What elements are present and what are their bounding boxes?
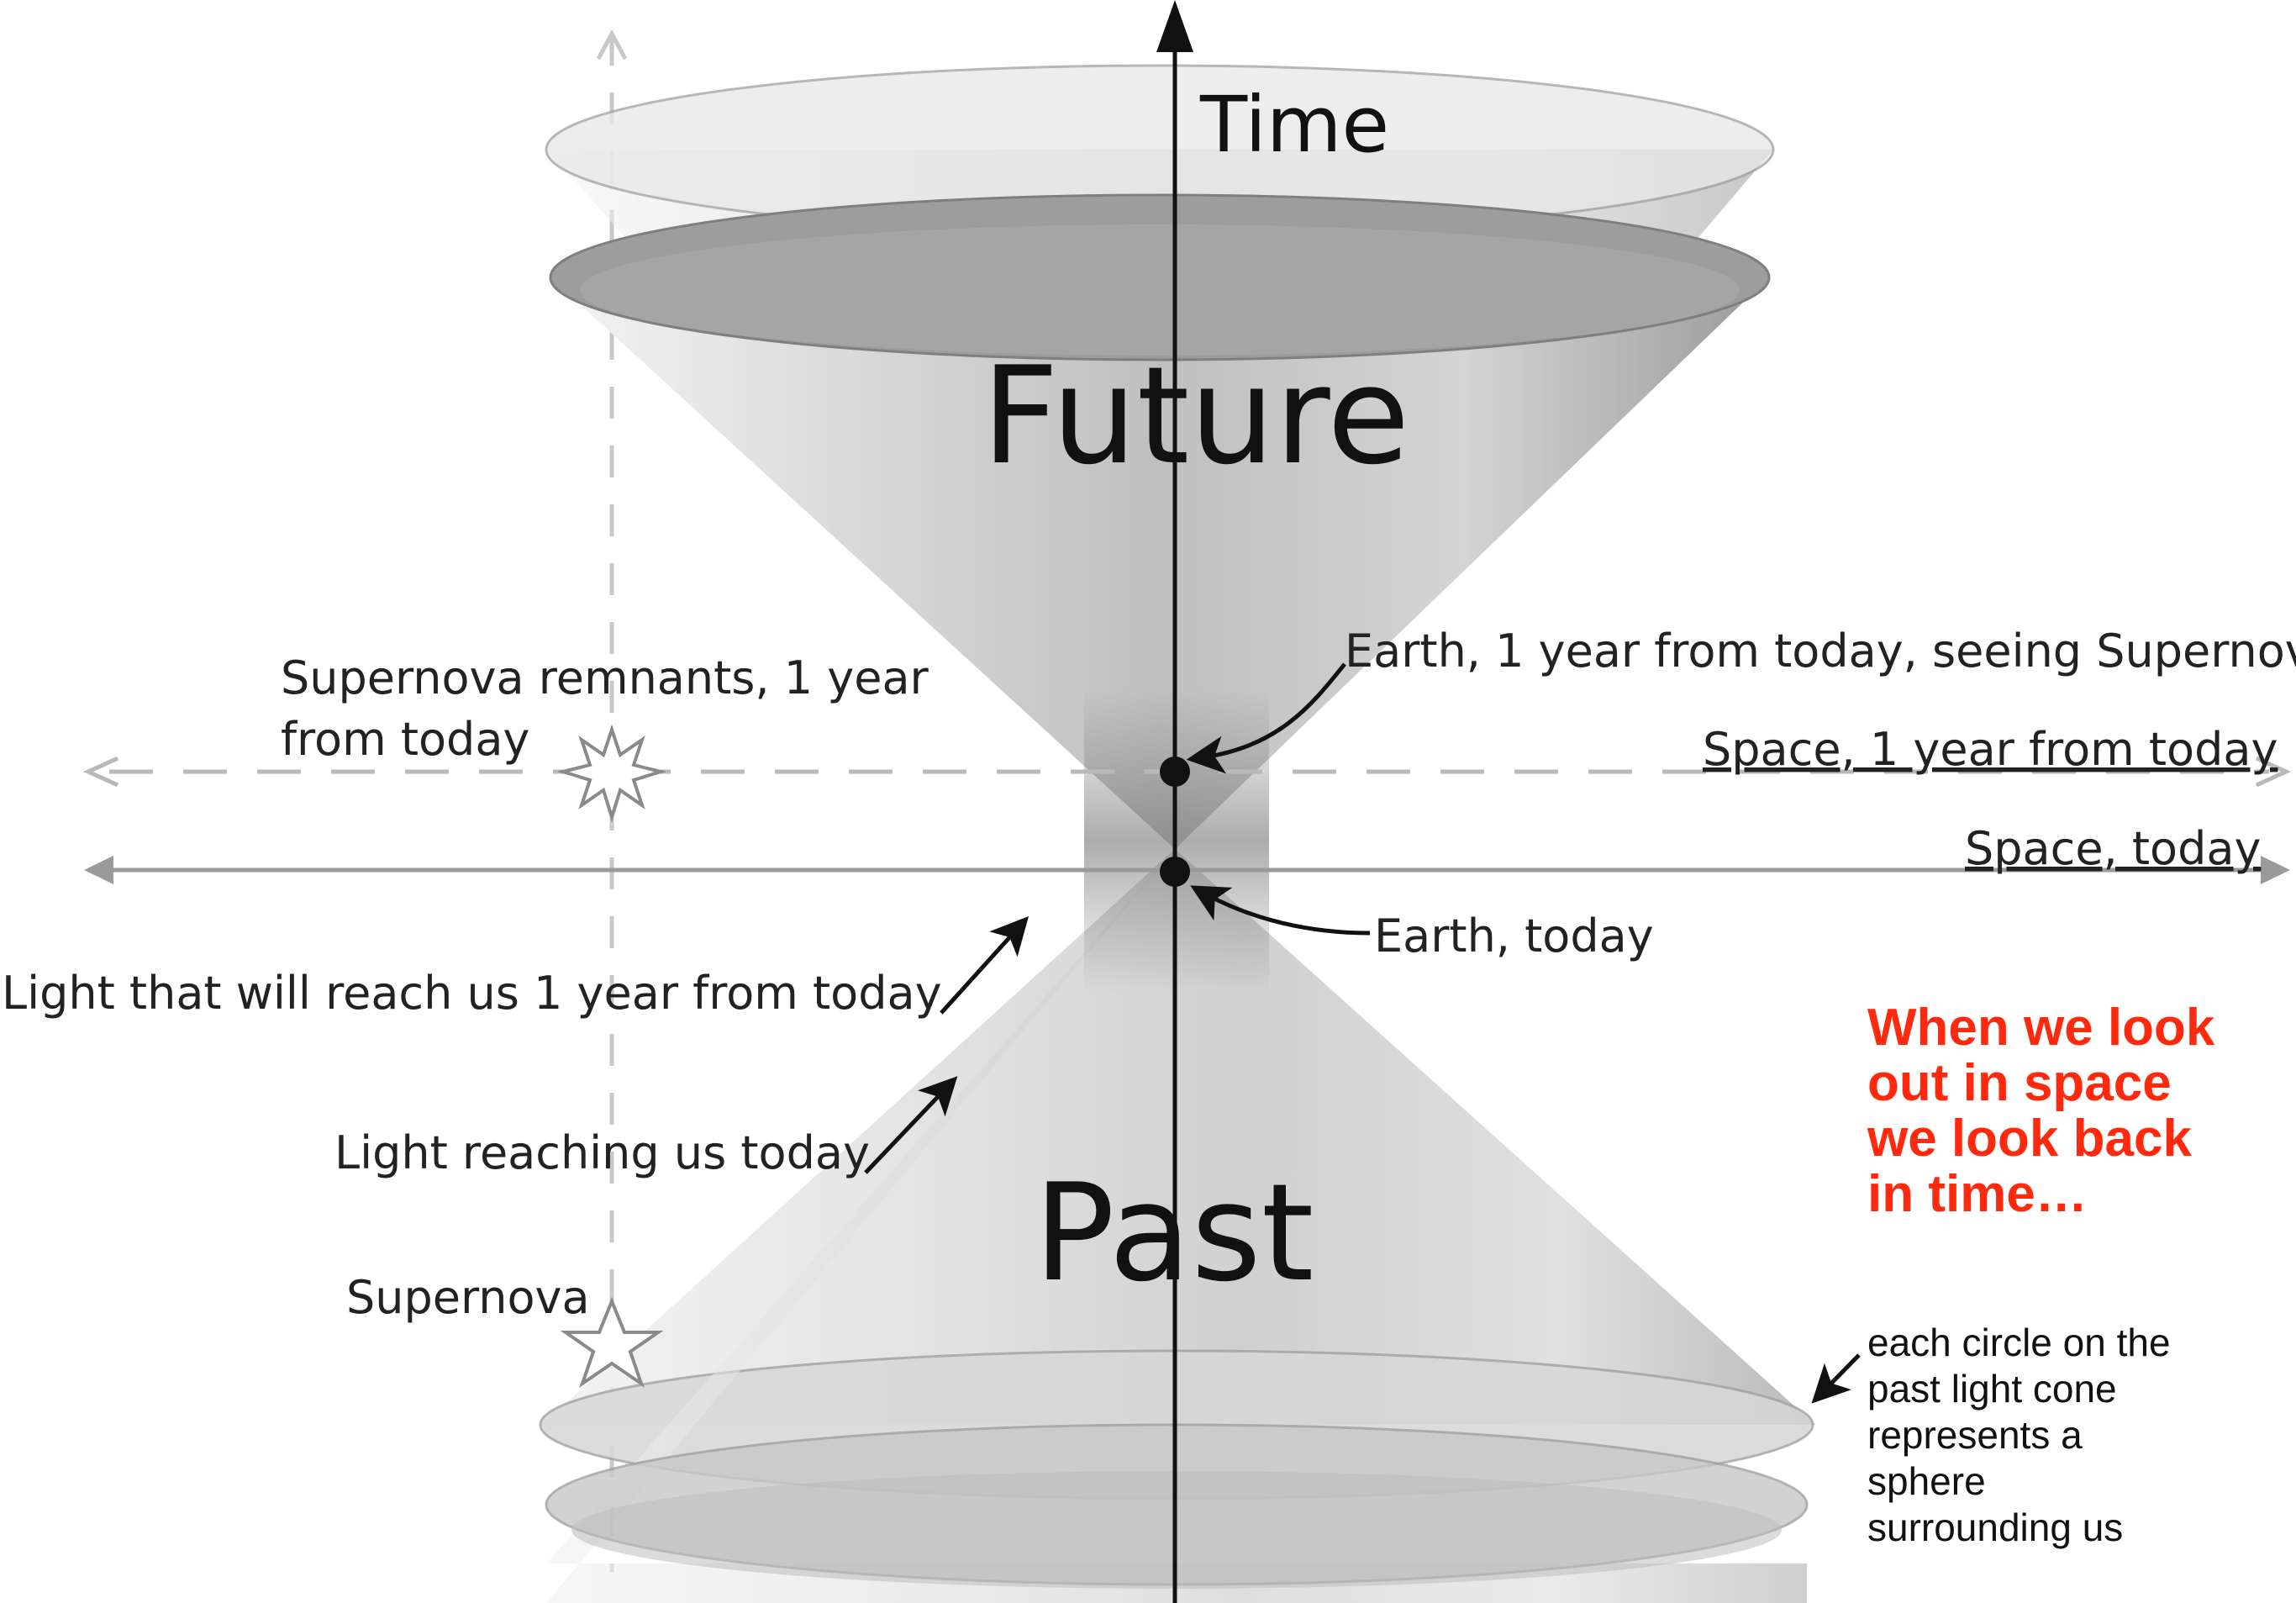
earth-today-label: Earth, today (1374, 910, 1654, 962)
light-future-arrow (940, 915, 1030, 1015)
supernova-label: Supernova (346, 1271, 590, 1324)
light-today-label: Light reaching us today (334, 1126, 870, 1179)
note-line: surrounding us (1867, 1505, 2124, 1549)
space-future-label: Space, 1 year from today (1703, 723, 2278, 776)
note-line: past light cone (1867, 1367, 2117, 1411)
headline-line: we look back (1867, 1110, 2192, 1168)
time-axis-label: Time (1199, 80, 1389, 170)
supernova-remnants-label-line2: from today (281, 713, 529, 766)
headline-callout: When we look out in space we look back i… (1867, 1000, 2288, 1222)
supernova-remnants-icon (556, 724, 667, 823)
earth-today-arrow (1190, 885, 1371, 936)
earth-future-dot (1160, 757, 1190, 787)
time-axis-arrow (1156, 0, 1193, 52)
space-today-label: Space, today (1965, 822, 2261, 875)
earth-today-dot (1160, 857, 1190, 887)
note-arrow (1811, 1353, 1861, 1404)
earth-future-arrow (1186, 662, 1346, 774)
headline-line: in time… (1867, 1165, 2088, 1223)
note-line: each circle on the (1867, 1321, 2171, 1364)
future-cone (545, 64, 1775, 849)
supernova-remnants-label-line1: Supernova remnants, 1 year (281, 651, 929, 704)
light-future-label: Light that will reach us 1 year from tod… (2, 967, 942, 1020)
supernova-icon (560, 1296, 664, 1389)
light-today-arrow (864, 1076, 958, 1174)
note-line: sphere (1867, 1459, 1986, 1503)
note-callout: each circle on the past light cone repre… (1867, 1320, 2288, 1551)
past-label: Past (1034, 1154, 1314, 1311)
supernova-worldline-arrow (596, 29, 628, 61)
future-label: Future (982, 337, 1410, 494)
headline-line: out in space (1867, 1054, 2172, 1112)
earth-future-label: Earth, 1 year from today, seeing Superno… (1345, 625, 2296, 678)
note-line: represents a (1867, 1413, 2083, 1457)
headline-line: When we look (1867, 999, 2215, 1057)
